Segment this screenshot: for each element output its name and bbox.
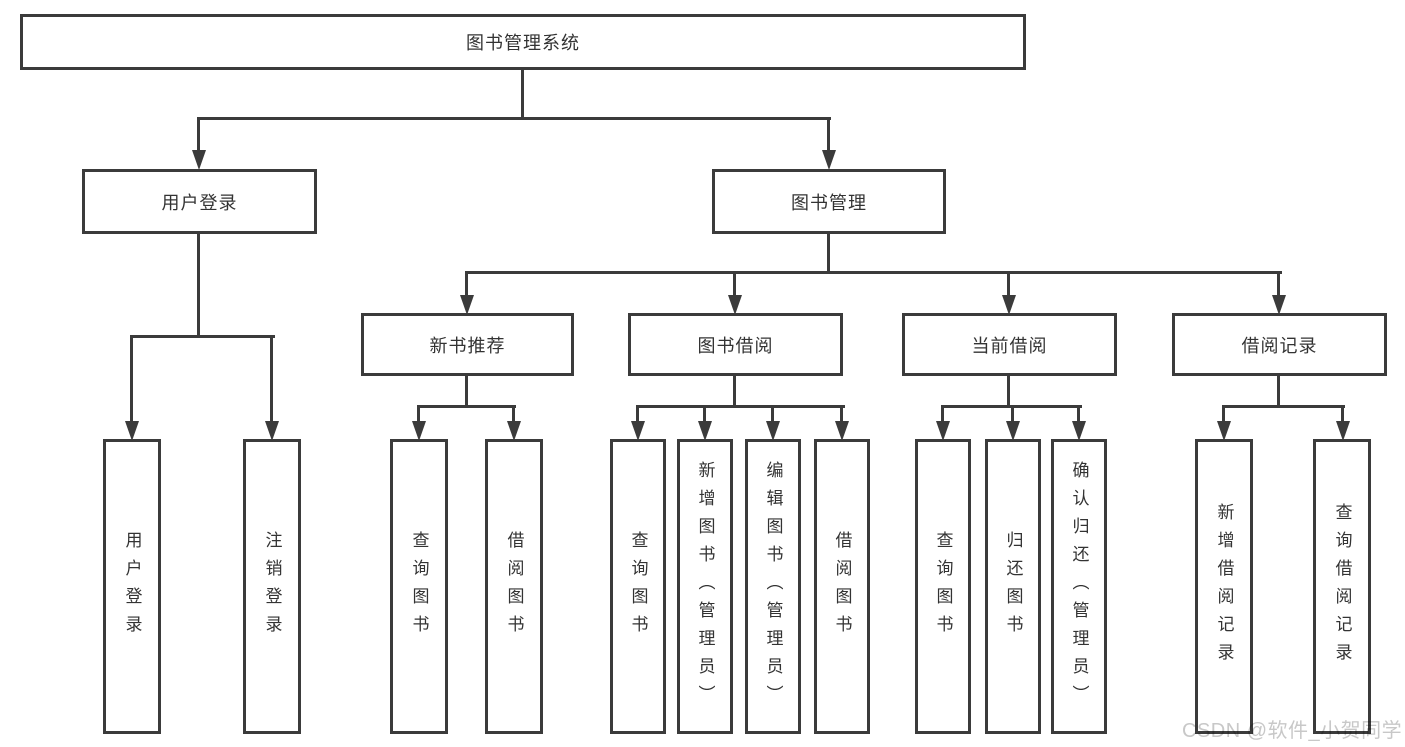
watermark-text: CSDN @软件_小贺同学	[1182, 720, 1403, 742]
arrow-down-icon	[125, 421, 139, 441]
leaf-edit-book-admin: 编辑图书（管理员）	[745, 439, 801, 734]
connector-line	[1011, 405, 1014, 425]
leaf-borrow-books-recommend: 借阅图书	[485, 439, 543, 734]
arrow-down-icon	[1002, 295, 1016, 315]
connector-line	[941, 405, 944, 425]
leaf-query-books-borrow: 查询图书	[610, 439, 666, 734]
connector-line	[1341, 405, 1344, 425]
node-library-management-system: 图书管理系统	[20, 14, 1026, 70]
connector-line	[771, 405, 774, 425]
connector-line	[197, 234, 200, 338]
connector-line	[827, 117, 830, 153]
connector-line	[465, 271, 1282, 274]
connector-line	[465, 271, 468, 297]
node-book-borrow: 图书借阅	[628, 313, 843, 376]
arrow-down-icon	[460, 295, 474, 315]
arrow-down-icon	[698, 421, 712, 441]
node-current-borrow: 当前借阅	[902, 313, 1117, 376]
arrow-down-icon	[631, 421, 645, 441]
arrow-down-icon	[1217, 421, 1231, 441]
connector-line	[1007, 271, 1010, 297]
connector-line	[827, 234, 830, 274]
arrow-down-icon	[507, 421, 521, 441]
node-new-book-recommend: 新书推荐	[361, 313, 574, 376]
connector-line	[417, 405, 516, 408]
leaf-confirm-return-admin: 确认归还（管理员）	[1051, 439, 1107, 734]
connector-line	[840, 405, 843, 425]
arrow-down-icon	[1006, 421, 1020, 441]
leaf-add-book-admin: 新增图书（管理员）	[677, 439, 733, 734]
connector-line	[130, 335, 275, 338]
connector-line	[1077, 405, 1080, 425]
node-borrow-records: 借阅记录	[1172, 313, 1387, 376]
connector-line	[512, 405, 515, 425]
connector-line	[1277, 376, 1280, 408]
leaf-query-books-current: 查询图书	[915, 439, 971, 734]
arrow-down-icon	[936, 421, 950, 441]
arrow-down-icon	[835, 421, 849, 441]
connector-line	[465, 376, 468, 408]
arrow-down-icon	[265, 421, 279, 441]
arrow-down-icon	[1072, 421, 1086, 441]
arrow-down-icon	[822, 150, 836, 170]
connector-line	[703, 405, 706, 425]
connector-line	[733, 271, 736, 297]
node-book-management: 图书管理	[712, 169, 946, 234]
connector-line	[130, 335, 133, 425]
connector-line	[521, 70, 524, 118]
arrow-down-icon	[412, 421, 426, 441]
connector-line	[1222, 405, 1225, 425]
arrow-down-icon	[1272, 295, 1286, 315]
connector-line	[1007, 376, 1010, 408]
arrow-down-icon	[192, 150, 206, 170]
leaf-add-borrow-record: 新增借阅记录	[1195, 439, 1253, 734]
connector-line	[636, 405, 845, 408]
leaf-user-login: 用户登录	[103, 439, 161, 734]
leaf-query-borrow-record: 查询借阅记录	[1313, 439, 1371, 734]
connector-line	[197, 117, 200, 153]
arrow-down-icon	[766, 421, 780, 441]
leaf-borrow-books: 借阅图书	[814, 439, 870, 734]
connector-line	[1222, 405, 1345, 408]
connector-line	[197, 117, 831, 120]
node-user-login: 用户登录	[82, 169, 317, 234]
connector-line	[270, 335, 273, 425]
connector-line	[1277, 271, 1280, 297]
leaf-logout: 注销登录	[243, 439, 301, 734]
connector-line	[417, 405, 420, 425]
connector-line	[636, 405, 639, 425]
connector-line	[733, 376, 736, 408]
leaf-return-book: 归还图书	[985, 439, 1041, 734]
arrow-down-icon	[1336, 421, 1350, 441]
arrow-down-icon	[728, 295, 742, 315]
leaf-query-books-recommend: 查询图书	[390, 439, 448, 734]
